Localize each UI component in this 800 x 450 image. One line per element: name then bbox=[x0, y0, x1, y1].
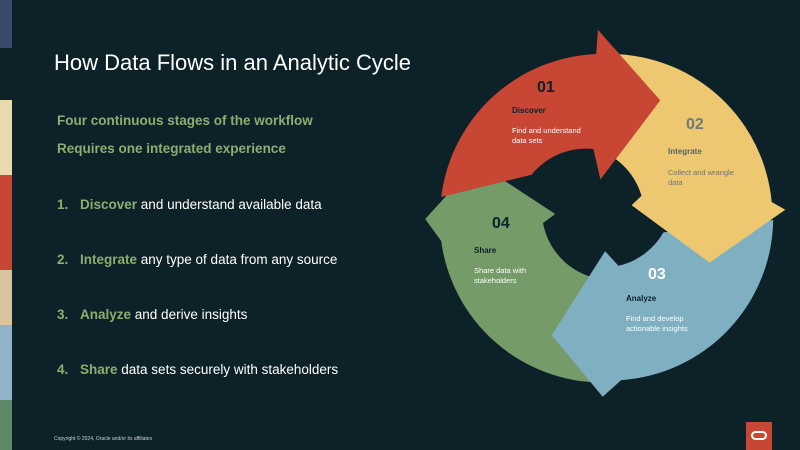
left-edge-strip bbox=[0, 270, 12, 325]
step-keyword: Discover bbox=[80, 197, 138, 212]
oracle-ring-shape bbox=[751, 431, 767, 440]
left-edge-strip bbox=[0, 325, 12, 400]
step-keyword: Analyze bbox=[80, 307, 132, 322]
step-text: and derive insights bbox=[131, 307, 248, 322]
discover-arrow bbox=[441, 29, 661, 198]
step-item-share: 4. Share data sets securely with stakehol… bbox=[57, 362, 338, 377]
step-text: any type of data from any source bbox=[137, 252, 338, 267]
stage-name-share: Share bbox=[474, 246, 497, 255]
left-edge-strip bbox=[0, 175, 12, 270]
step-keyword: Share bbox=[80, 362, 118, 377]
step-text: data sets securely with stakeholders bbox=[117, 362, 339, 377]
oracle-logo-icon bbox=[746, 422, 772, 450]
stage-number-04: 04 bbox=[492, 215, 510, 232]
subtitle-experience: Requires one integrated experience bbox=[57, 141, 286, 156]
step-number: 1. bbox=[57, 197, 69, 212]
stage-number-02: 02 bbox=[686, 116, 704, 133]
step-item-integrate: 2. Integrate any type of data from any so… bbox=[57, 252, 337, 267]
left-edge-strip bbox=[0, 100, 12, 175]
stage-desc-share-line2: stakeholders bbox=[474, 276, 517, 285]
step-number: 2. bbox=[57, 252, 69, 267]
step-item-analyze: 3. Analyze and derive insights bbox=[57, 307, 247, 322]
stage-desc-integrate-line2: data bbox=[668, 178, 683, 187]
slide-title: How Data Flows in an Analytic Cycle bbox=[54, 50, 412, 75]
stage-number-01: 01 bbox=[537, 79, 555, 96]
stage-number-03: 03 bbox=[648, 266, 666, 283]
step-keyword: Integrate bbox=[80, 252, 138, 267]
left-edge-strip bbox=[0, 0, 12, 48]
stage-desc-integrate-line1: Collect and wrangle bbox=[668, 168, 734, 177]
analyze-arrow bbox=[551, 220, 774, 397]
stage-desc-analyze-line2: actionable insights bbox=[626, 324, 688, 333]
step-item-discover: 1. Discover and understand available data bbox=[57, 197, 322, 212]
stage-name-discover: Discover bbox=[512, 106, 546, 115]
stage-desc-share-line1: Share data with bbox=[474, 266, 526, 275]
copyright-footer: Copyright © 2024, Oracle and/or its affi… bbox=[54, 436, 153, 442]
step-number: 3. bbox=[57, 307, 69, 322]
stage-name-integrate: Integrate bbox=[668, 147, 702, 156]
subtitle-workflow: Four continuous stages of the workflow bbox=[57, 113, 313, 128]
stage-desc-discover-line1: Find and understand bbox=[512, 126, 581, 135]
step-number: 4. bbox=[57, 362, 69, 377]
stage-desc-analyze-line1: Find and develop bbox=[626, 314, 684, 323]
stage-desc-discover-line2: data sets bbox=[512, 136, 543, 145]
left-edge-strip bbox=[0, 400, 12, 450]
stage-name-analyze: Analyze bbox=[626, 294, 657, 303]
step-text: and understand available data bbox=[137, 197, 322, 212]
